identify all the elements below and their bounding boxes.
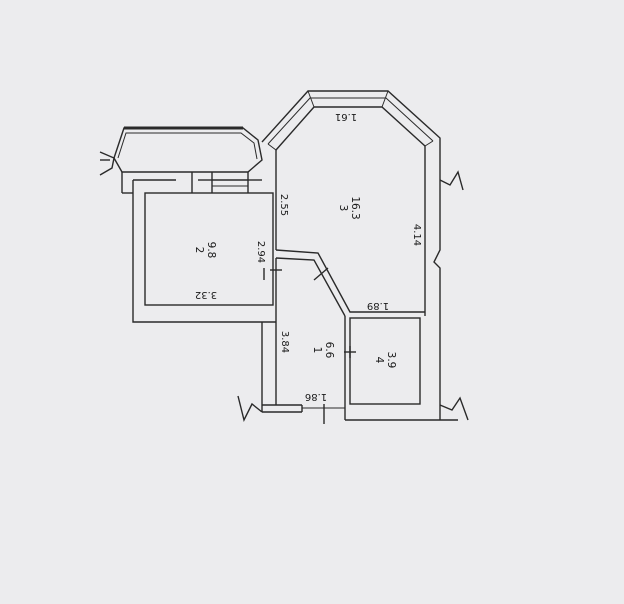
room-4-inner (349, 317, 421, 405)
dim-room2-width: 3.32 (195, 289, 217, 300)
dim-bay-width: 1.61 (335, 111, 357, 122)
bay-seg-3 (381, 90, 389, 108)
bay-inner (275, 106, 426, 151)
room-3-diagonal (275, 249, 425, 313)
room-2-outer-wall (132, 180, 276, 323)
dim-room2-height: 2.94 (255, 241, 266, 263)
dim-room3-right: 4.14 (411, 224, 422, 246)
room-2-inner (144, 192, 274, 306)
right-break-bottom (439, 396, 469, 421)
bay-seg-4 (424, 140, 434, 147)
room-2-area: 9.8 (205, 242, 217, 259)
dim-hall-height: 3.84 (279, 331, 290, 353)
room-4-number: 4 (373, 357, 385, 364)
room-2-number: 2 (193, 247, 205, 254)
dim-room3-height: 2.55 (278, 194, 289, 216)
walls (99, 90, 469, 424)
balcony-left-inner (117, 132, 258, 160)
left-break-bottom (237, 395, 263, 423)
bay-seg-1 (267, 143, 277, 151)
room-labels: 2 9.8 3 16.3 1 6.6 4 3.9 (193, 196, 397, 368)
room-3-diagonal-inner (275, 257, 346, 317)
balcony-left-end (99, 151, 115, 176)
room-4-area: 3.9 (385, 352, 397, 369)
dimension-labels: 1.61 2.55 4.14 2.94 3.32 3.84 1.89 1.86 (195, 111, 422, 402)
bay-middle (267, 97, 434, 145)
room-3-outer-right (433, 180, 441, 405)
room-1-number: 1 (311, 347, 323, 354)
room-1-area: 6.6 (323, 342, 335, 359)
room-3-number: 3 (337, 205, 349, 212)
door-tick-room3 (313, 267, 329, 281)
dim-bath-width: 1.89 (367, 300, 389, 311)
bay-seg-2 (307, 90, 315, 108)
dim-hall-width: 1.86 (305, 391, 327, 402)
room-3-area: 16.3 (349, 196, 361, 219)
right-break-top (439, 170, 464, 191)
